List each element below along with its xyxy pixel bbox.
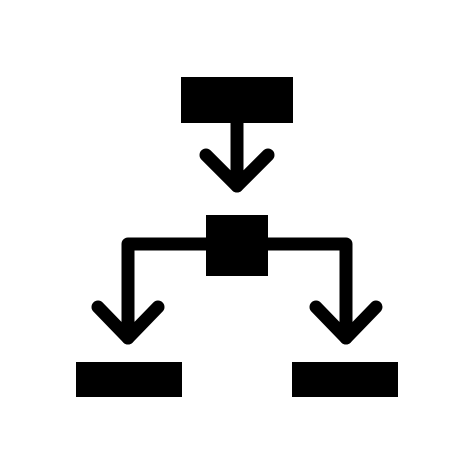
- bottom-right-box: [292, 362, 398, 397]
- bottom-left-box: [76, 362, 182, 397]
- middle-box: [206, 215, 268, 276]
- left-branch-arrow-icon: [91, 237, 213, 345]
- right-branch-arrow-icon: [261, 237, 383, 345]
- top-box: [181, 77, 293, 123]
- top-down-arrow-icon: [199, 116, 275, 193]
